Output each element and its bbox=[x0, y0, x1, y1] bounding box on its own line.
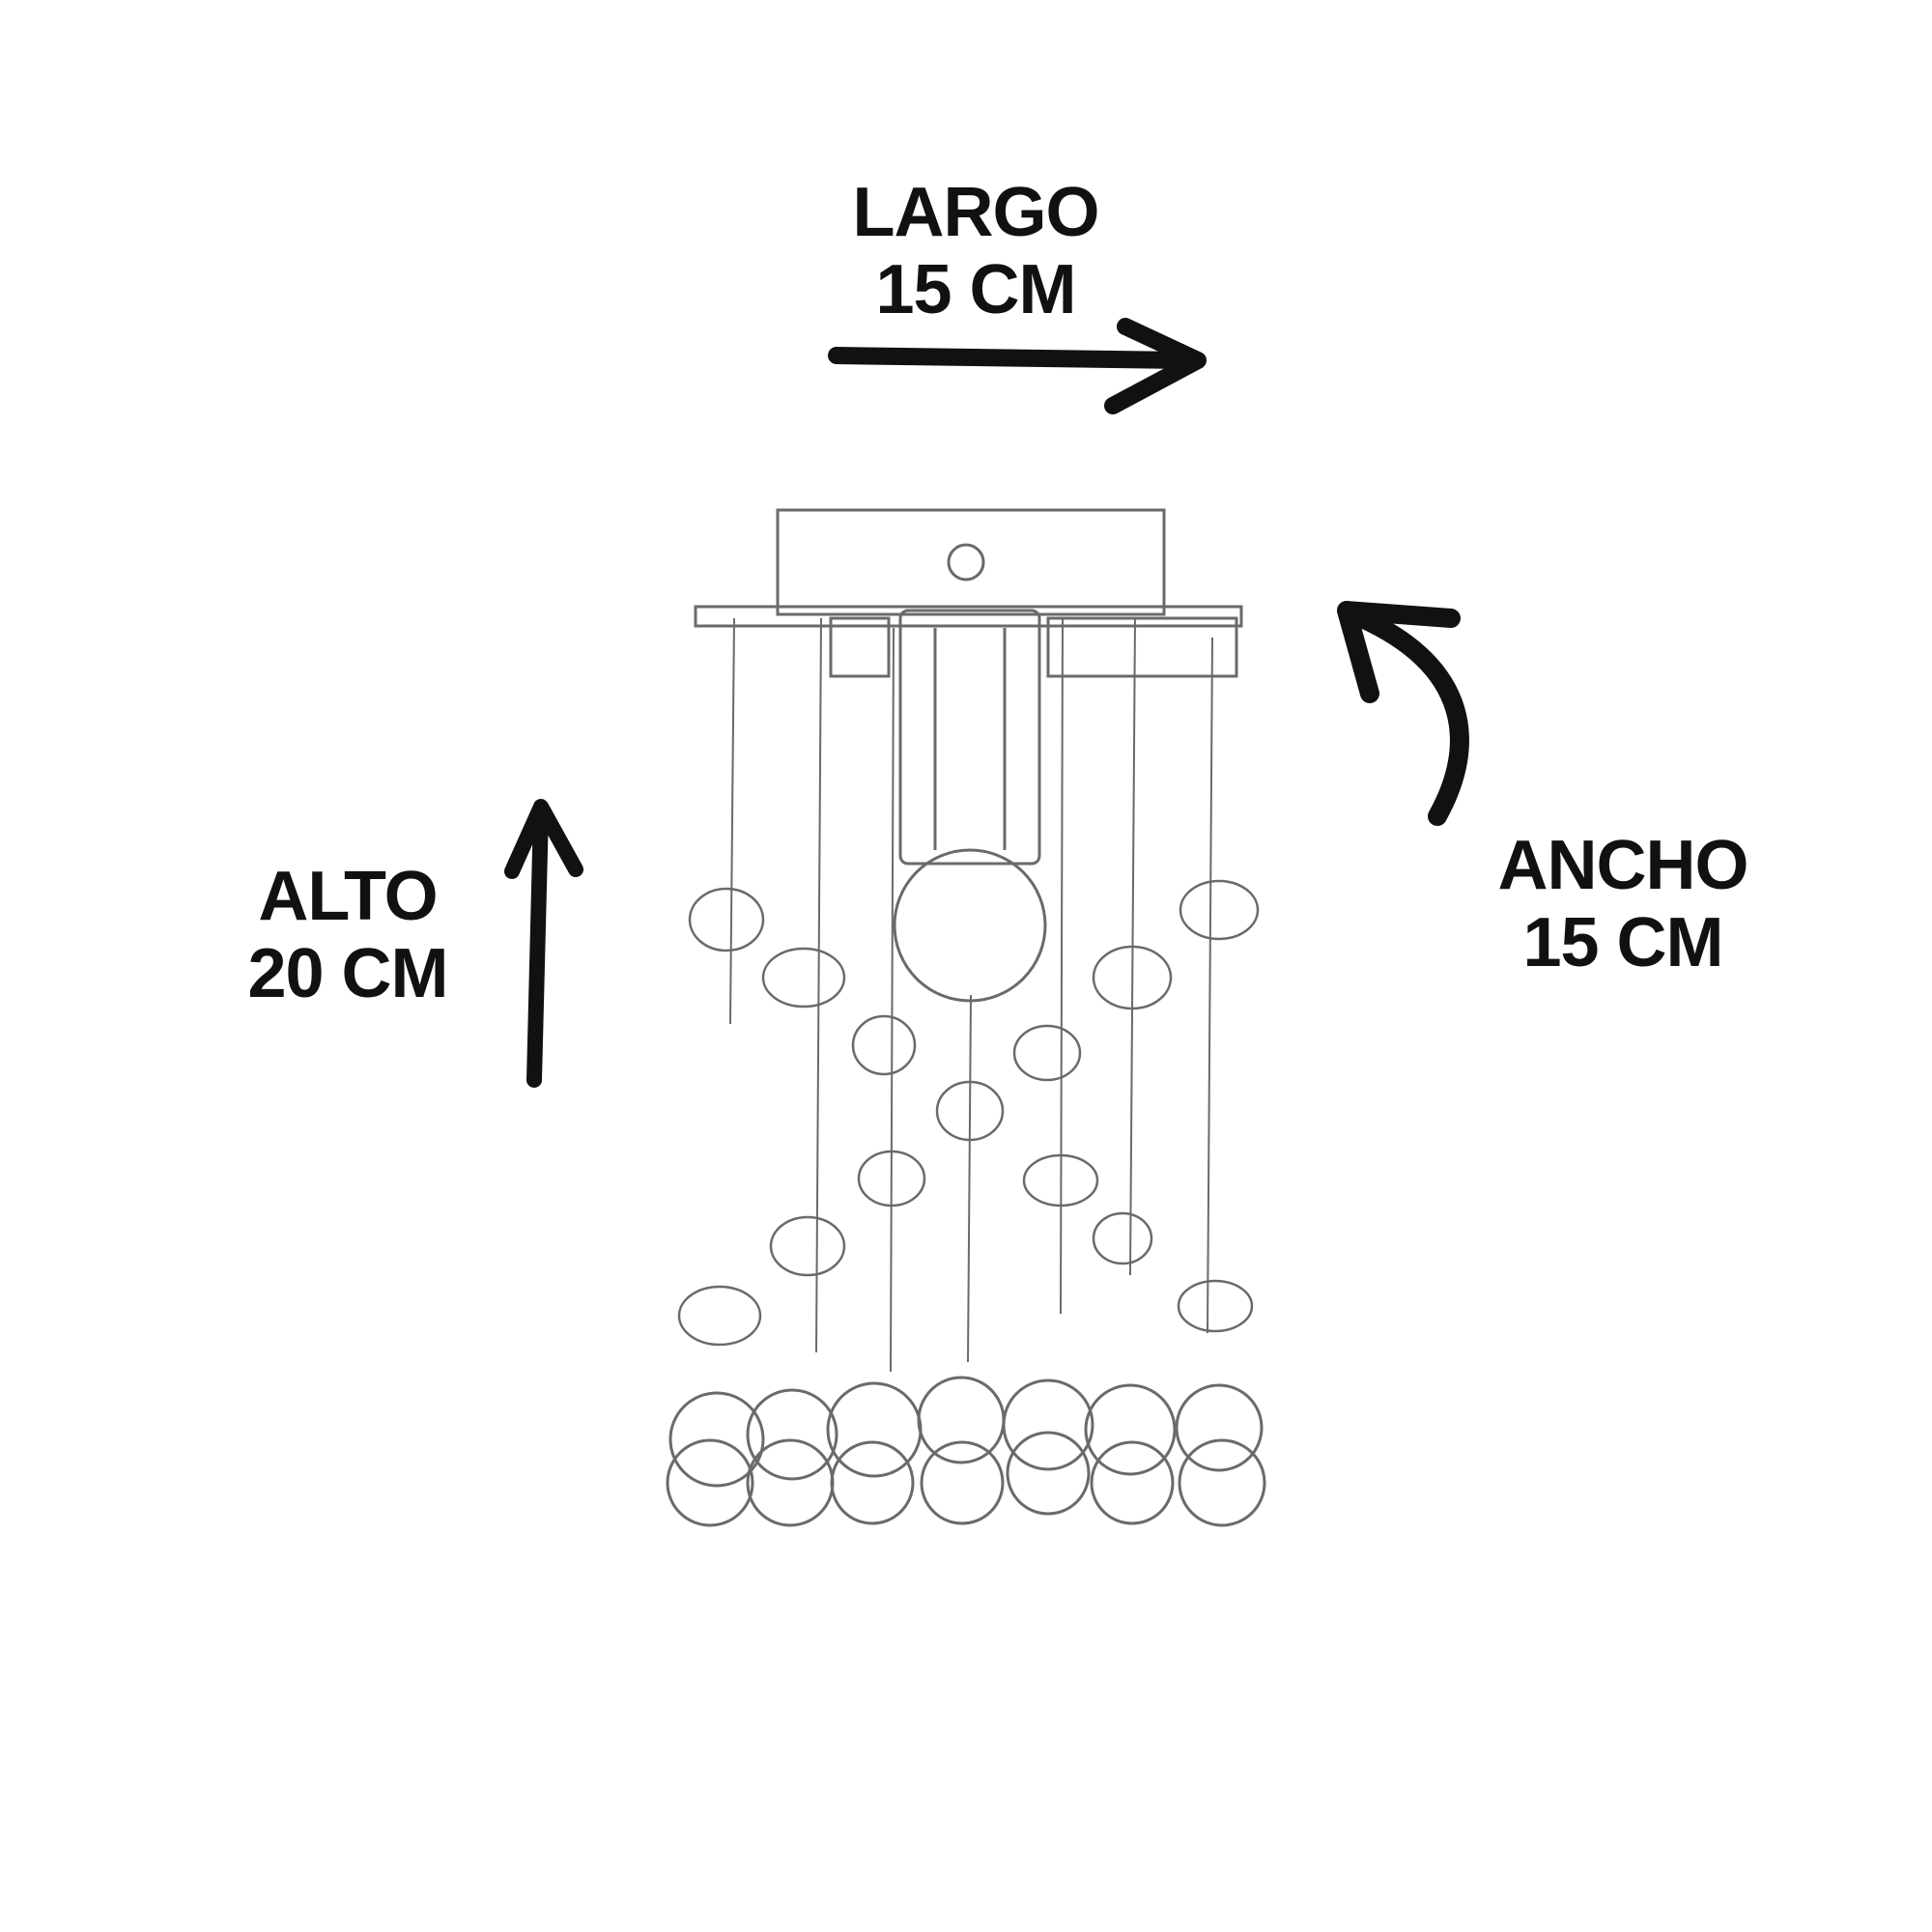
ancho-label: ANCHO bbox=[1497, 827, 1749, 904]
alto-dimension-label: ALTO 20 CM bbox=[213, 858, 483, 1012]
crystal-drops bbox=[677, 879, 1260, 1347]
ceiling-plate bbox=[776, 508, 1166, 616]
ancho-dimension-label: ANCHO 15 CM bbox=[1459, 827, 1787, 981]
bulb bbox=[893, 848, 1047, 1003]
arrow-right-icon bbox=[828, 318, 1207, 414]
alto-value: 20 CM bbox=[247, 935, 448, 1012]
arrow-up-icon bbox=[504, 799, 583, 1088]
bulb-socket bbox=[898, 609, 1041, 866]
largo-label: LARGO bbox=[852, 174, 1100, 251]
curved-arrow-icon bbox=[1337, 601, 1469, 826]
mount-screw bbox=[947, 543, 985, 582]
bracket-right bbox=[1046, 616, 1238, 678]
chandelier-sketch bbox=[666, 508, 1266, 1527]
ancho-value: 15 CM bbox=[1522, 904, 1723, 981]
largo-dimension-label: LARGO 15 CM bbox=[792, 174, 1159, 328]
largo-value: 15 CM bbox=[875, 251, 1076, 328]
alto-label: ALTO bbox=[258, 858, 438, 935]
crystal-balls bbox=[666, 1376, 1266, 1527]
bracket-left bbox=[829, 616, 891, 678]
bracket-bar bbox=[694, 605, 1243, 628]
